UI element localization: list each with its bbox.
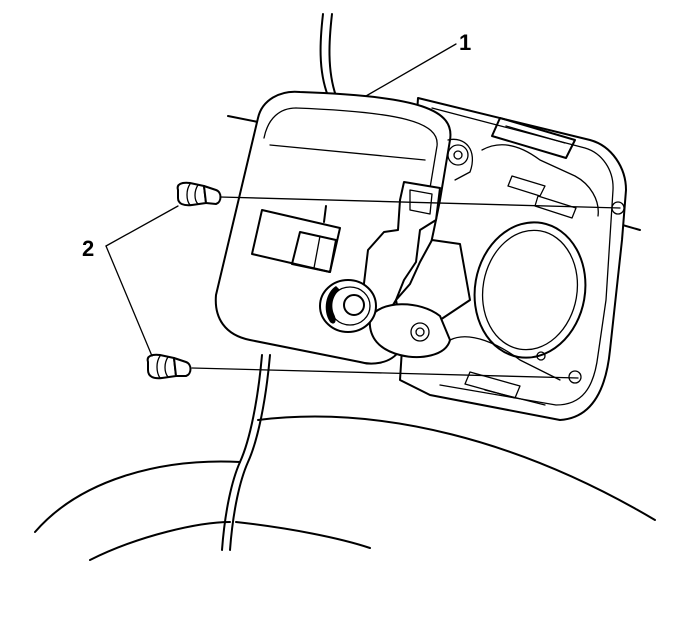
callout-label-2: 2 [82, 236, 94, 261]
leader-lines-2 [105, 205, 179, 357]
leader-line-1 [365, 43, 457, 97]
hinge-mechanism [361, 138, 473, 359]
fastener-lower [146, 353, 192, 380]
fastener-alignment-lines [191, 196, 625, 384]
fastener-upper [176, 181, 222, 207]
quarter-panel-arcs [34, 415, 656, 561]
callout-label-1: 1 [459, 30, 471, 55]
door-grommet [319, 279, 377, 333]
